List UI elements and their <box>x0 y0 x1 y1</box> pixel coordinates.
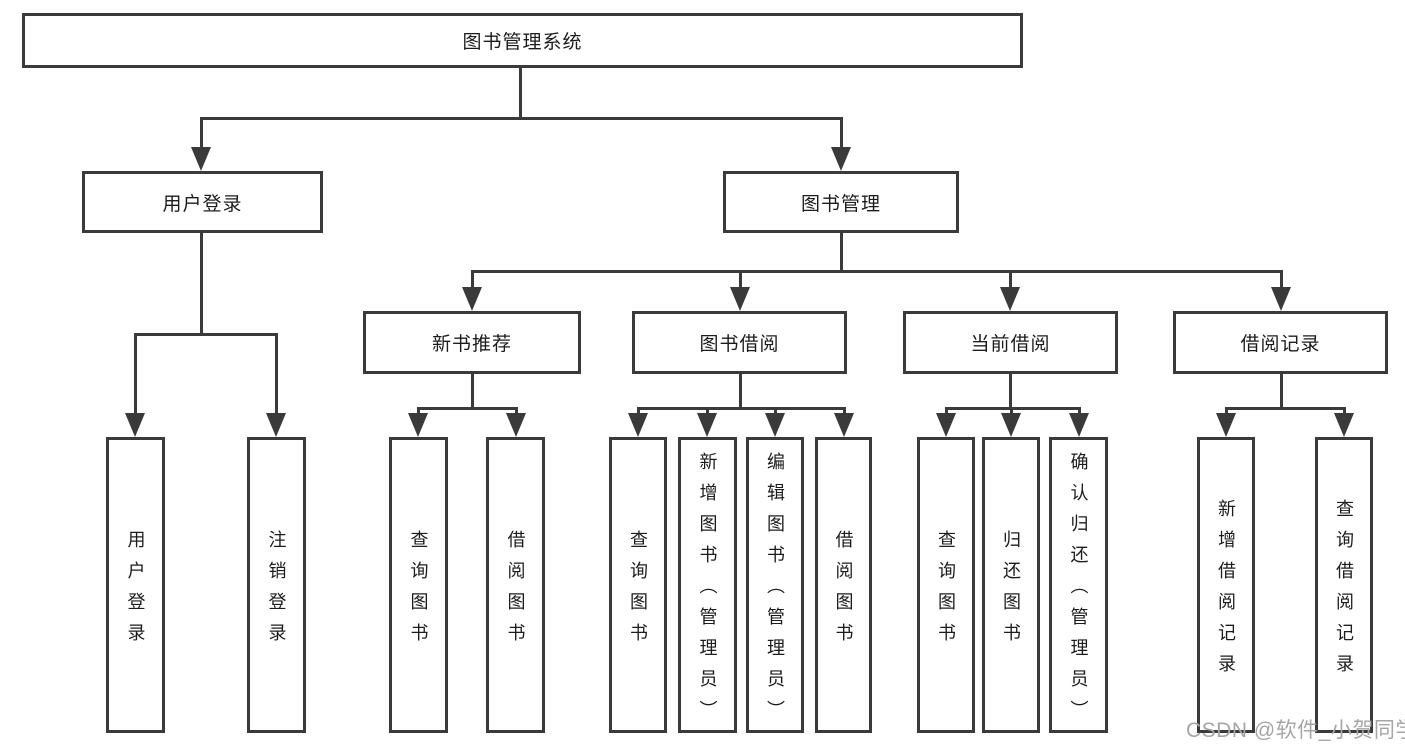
node-user-login: 用户登录 <box>82 171 323 233</box>
connector-bb-stem <box>739 374 742 407</box>
leaf-bb-edit-books-admin: 编辑图书（管理员） <box>746 437 804 733</box>
arrowhead-bb-query <box>628 413 648 437</box>
leaf-label: 用户登录 <box>125 529 146 654</box>
connector-br-split <box>1225 407 1346 410</box>
arrowhead-rec-query <box>408 413 428 437</box>
node-label: 图书管理系统 <box>462 32 583 53</box>
leaf-bb-borrow-books: 借阅图书 <box>815 437 872 733</box>
connector-drop-bb-query <box>637 407 640 415</box>
csdn-watermark: CSDN @软件_小贺同学 <box>1186 719 1405 742</box>
connector-user-login-stem <box>200 233 203 333</box>
connector-cb-split <box>945 407 1081 410</box>
node-book-borrowing: 图书借阅 <box>632 311 847 374</box>
leaf-label: 借阅图书 <box>833 529 854 654</box>
leaf-label: 确认归还（管理员） <box>1068 452 1089 731</box>
leaf-label: 归还图书 <box>1001 529 1021 654</box>
connector-drop-current-borrow <box>1009 270 1012 289</box>
connector-user-login-split <box>134 333 278 336</box>
connector-drop-borrow-records <box>1280 270 1283 289</box>
connector-cb-stem <box>1009 374 1012 407</box>
leaf-logout: 注销登录 <box>247 437 306 733</box>
arrowhead-leaf-logout <box>266 413 286 437</box>
connector-book-mgmt-stem <box>840 233 843 270</box>
node-new-book-recommendation: 新书推荐 <box>363 311 581 374</box>
leaf-bb-query-books: 查询图书 <box>609 437 667 733</box>
arrowhead-current-borrow <box>1000 287 1020 311</box>
leaf-br-add-record: 新增借阅记录 <box>1197 437 1255 733</box>
node-label: 新书推荐 <box>431 334 512 355</box>
leaf-label: 查询借阅记录 <box>1334 498 1354 685</box>
arrowhead-book-borrow <box>730 287 750 311</box>
connector-drop-book-borrow <box>739 270 742 289</box>
connector-drop-new-book-rec <box>471 270 474 289</box>
node-label: 图书借阅 <box>699 334 780 355</box>
connector-rec-stem <box>471 374 474 407</box>
arrowhead-borrow-records <box>1271 287 1291 311</box>
arrowhead-user-login <box>191 147 211 171</box>
connector-book-mgmt-split <box>471 270 1283 273</box>
leaf-cb-query-books: 查询图书 <box>917 437 975 733</box>
leaf-cb-return-books: 归还图书 <box>982 437 1040 733</box>
connector-drop-cb-confirm <box>1078 407 1081 415</box>
arrowhead-cb-query <box>936 413 956 437</box>
connector-drop-br-add <box>1225 407 1228 415</box>
arrowhead-book-mgmt <box>831 147 851 171</box>
arrowhead-bb-edit <box>765 413 785 437</box>
arrowhead-cb-confirm <box>1069 413 1089 437</box>
node-borrowing-records: 借阅记录 <box>1173 311 1388 374</box>
connector-drop-user-login <box>200 117 203 150</box>
arrowhead-leaf-user-login <box>125 413 145 437</box>
arrowhead-cb-return <box>1001 413 1021 437</box>
leaf-cb-confirm-return-admin: 确认归还（管理员） <box>1049 437 1108 733</box>
connector-drop-cb-query <box>945 407 948 415</box>
arrowhead-br-add <box>1216 413 1236 437</box>
leaf-bb-add-books-admin: 新增图书（管理员） <box>678 437 737 733</box>
leaf-br-query-record: 查询借阅记录 <box>1315 437 1373 733</box>
node-label: 用户登录 <box>162 193 243 215</box>
connector-root-split <box>200 117 843 120</box>
node-label: 图书管理 <box>800 193 881 215</box>
leaf-label: 借阅图书 <box>505 529 526 654</box>
connector-drop-rec-query <box>417 407 420 415</box>
connector-drop-leaf-logout <box>275 333 278 413</box>
connector-drop-cb-return <box>1010 407 1013 415</box>
connector-rec-split <box>417 407 518 410</box>
leaf-label: 查询图书 <box>936 529 956 654</box>
arrowhead-bb-add <box>697 413 717 437</box>
arrowhead-rec-borrow <box>506 413 526 437</box>
node-label: 当前借阅 <box>970 334 1051 355</box>
leaf-label: 新增图书（管理员） <box>697 452 718 731</box>
connector-root-stem <box>519 68 522 117</box>
leaf-label: 查询图书 <box>408 529 429 654</box>
node-book-management: 图书管理 <box>723 171 959 233</box>
arrowhead-new-book-rec <box>462 287 482 311</box>
leaf-label: 编辑图书（管理员） <box>765 452 785 731</box>
connector-drop-bb-add <box>706 407 709 415</box>
connector-drop-rec-borrow <box>515 407 518 415</box>
leaf-rec-borrow-books: 借阅图书 <box>486 437 545 733</box>
leaf-label: 新增借阅记录 <box>1216 498 1236 685</box>
connector-br-stem <box>1280 374 1283 407</box>
arrowhead-bb-borrow <box>834 413 854 437</box>
arrowhead-br-query <box>1334 413 1354 437</box>
connector-drop-bb-edit <box>774 407 777 415</box>
leaf-rec-query-books: 查询图书 <box>389 437 448 733</box>
connector-drop-book-mgmt <box>840 117 843 150</box>
node-current-borrowing: 当前借阅 <box>903 311 1118 374</box>
connector-drop-bb-borrow <box>843 407 846 415</box>
leaf-label: 注销登录 <box>266 529 287 654</box>
connector-drop-leaf-user-login <box>134 333 137 413</box>
connector-drop-br-query <box>1343 407 1346 415</box>
leaf-user-login: 用户登录 <box>106 437 165 733</box>
node-label: 借阅记录 <box>1240 334 1321 355</box>
leaf-label: 查询图书 <box>628 529 648 654</box>
connector-bb-split <box>637 407 846 410</box>
node-library-management-system: 图书管理系统 <box>22 13 1023 68</box>
